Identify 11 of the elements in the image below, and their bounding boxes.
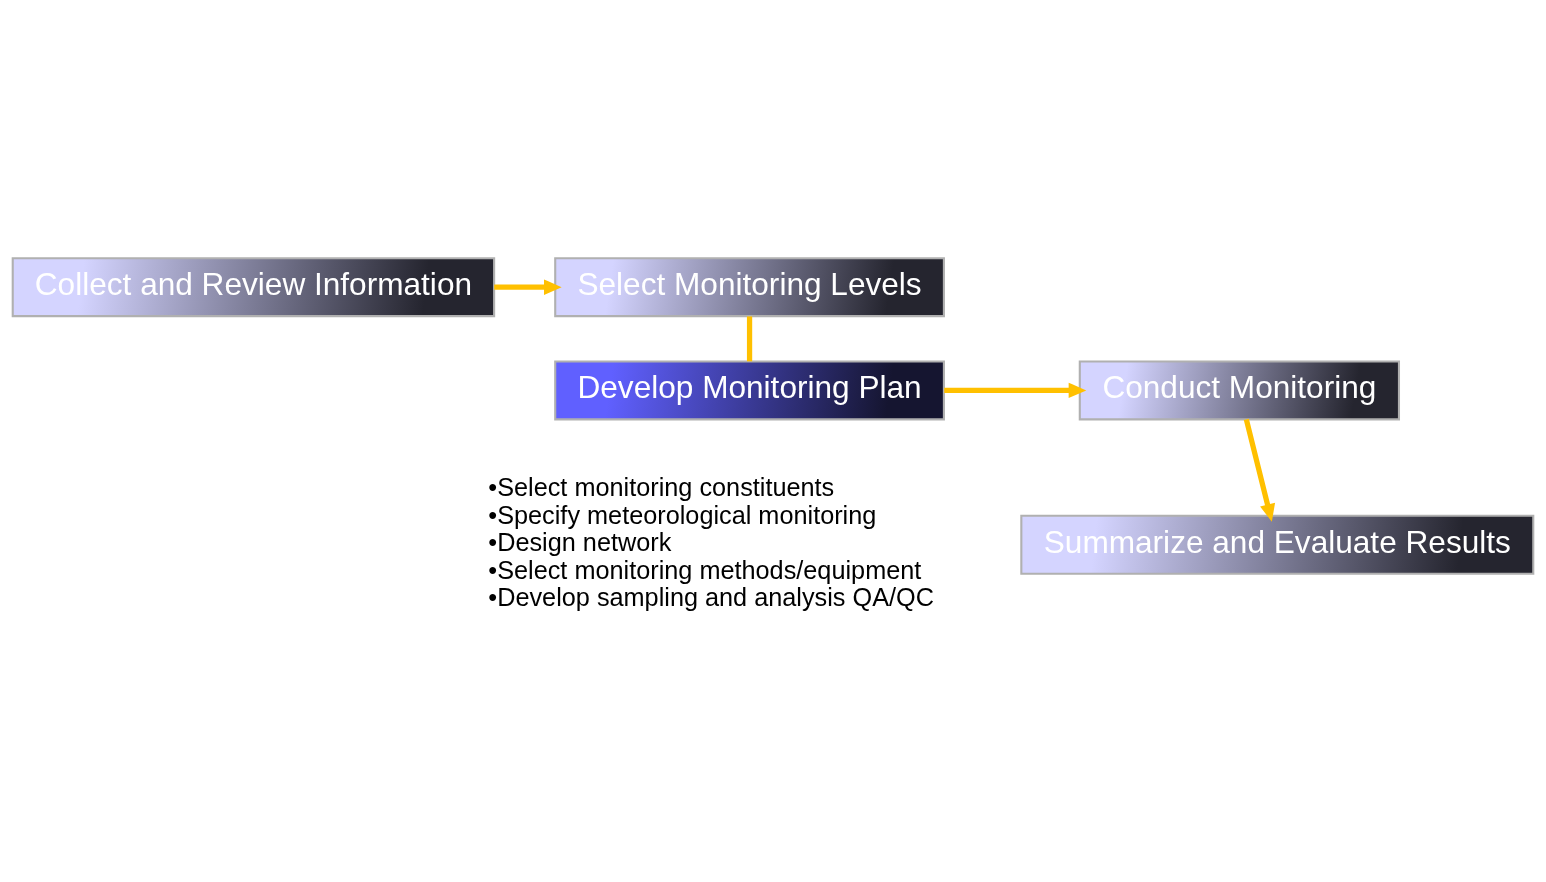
node-label: •Select monitoring methods/equipment <box>488 555 922 584</box>
arrow <box>944 382 1087 398</box>
node-box: Summarize and Evaluate Results <box>1020 514 1535 575</box>
connector <box>746 315 753 361</box>
node-label: •Select monitoring constituents <box>488 472 835 501</box>
node-box: Develop Monitoring Plan <box>554 359 945 420</box>
node-box: Collect and Review Information <box>11 256 496 317</box>
arrow <box>1243 418 1276 522</box>
arrow <box>494 278 562 295</box>
node-box: Select Monitoring Levels <box>554 256 945 317</box>
node-label: •Specify meteorological monitoring <box>488 500 877 529</box>
